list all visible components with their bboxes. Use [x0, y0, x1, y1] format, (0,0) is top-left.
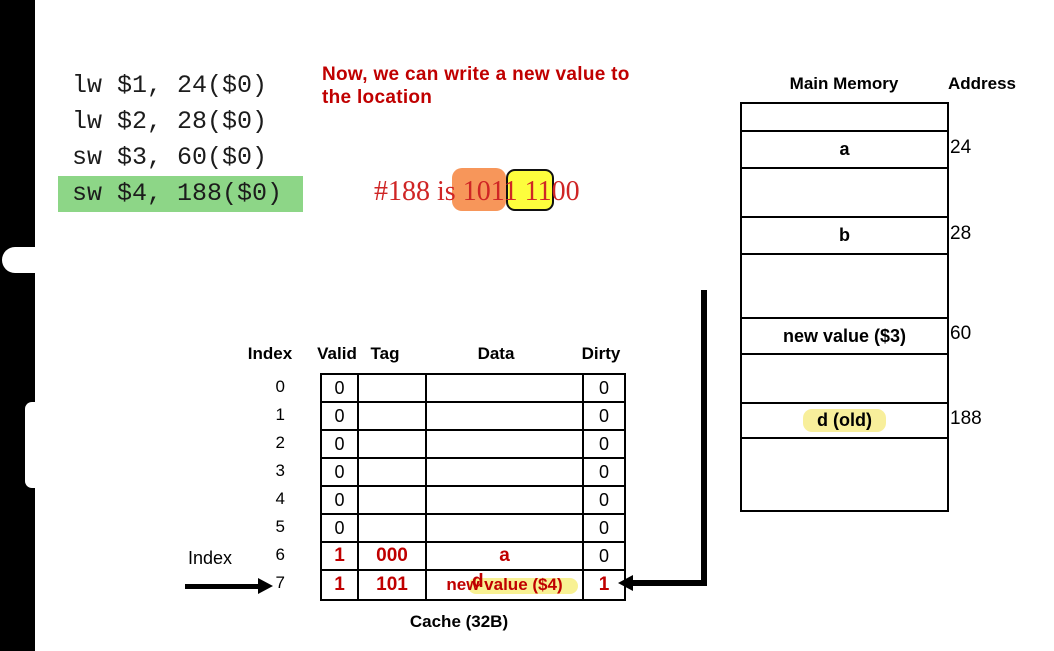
index-pointer-label: Index — [188, 548, 233, 568]
cache-tag-cell: 000 — [359, 543, 427, 571]
main-memory-table: a b new value ($3) d (old) — [740, 102, 949, 512]
cache-dirty-cell: 0 — [584, 375, 624, 403]
memory-row: b — [742, 218, 947, 255]
cache-valid-cell: 0 — [322, 403, 359, 431]
memory-cell-label: new value ($3) — [782, 325, 907, 346]
cache-index-number: 6 — [275, 545, 285, 564]
cache-tag-cell: 101 — [359, 571, 427, 599]
cache-caption: Cache (32B) — [409, 612, 509, 631]
memory-to-cache-arrow-horizontal — [633, 580, 707, 586]
cache-tag-cell — [359, 431, 427, 459]
green-highlight — [58, 176, 303, 212]
cache-dirty-cell: 0 — [584, 403, 624, 431]
note-line-1: Now, we can write a new value to — [322, 64, 630, 85]
code-line: sw $3, 60($0) — [72, 142, 268, 172]
cache-header-index: Index — [247, 344, 293, 363]
cache-header-dirty: Dirty — [581, 344, 621, 363]
cache-tag-cell — [359, 487, 427, 515]
cache-data-cell — [427, 459, 584, 487]
memory-to-cache-arrow-vertical — [701, 290, 707, 586]
memory-address: 188 — [950, 407, 982, 429]
cache-header-valid: Valid — [317, 344, 357, 363]
memory-cell-label: d (old) — [803, 409, 886, 432]
cache-tag-cell — [359, 515, 427, 543]
code-line: lw $1, 24($0) — [72, 70, 268, 100]
eraser-mark — [25, 402, 37, 488]
cache-index-number: 4 — [275, 489, 285, 508]
cache-valid-cell: 1 — [322, 543, 359, 571]
note-line-2: the location — [322, 87, 433, 108]
cache-data-cell — [427, 375, 584, 403]
binary-trailing-bits: 00 — [551, 176, 580, 207]
cache-valid-cell: 0 — [322, 459, 359, 487]
memory-row — [742, 255, 947, 319]
cache-valid-cell: 0 — [322, 487, 359, 515]
screen-edge-black-bar — [0, 0, 35, 651]
main-memory-header: Main Memory — [789, 74, 899, 93]
cache-dirty-cell: 1 — [598, 574, 610, 595]
memory-row: new value ($3) — [742, 319, 947, 355]
cache-dirty-cell: 0 — [584, 515, 624, 543]
binary-boxed-bits: 1 11 — [503, 176, 552, 207]
cache-valid-cell: 0 — [322, 375, 359, 403]
memory-address: 60 — [950, 323, 972, 344]
cache-index-number: 0 — [275, 377, 285, 396]
tag-bits-highlight — [452, 168, 506, 211]
eraser-mark — [2, 247, 42, 273]
old-value-text: d — [472, 571, 484, 592]
memory-cell-label: a — [839, 139, 850, 159]
cache-tag-cell — [359, 403, 427, 431]
cache-data-cell — [427, 403, 584, 431]
index-bits-box — [506, 169, 554, 211]
note-text: Now, we can write a new value to the loc… — [322, 63, 630, 109]
cache-index-number: 5 — [275, 517, 285, 536]
binary-prefix: #188 is — [374, 176, 463, 207]
cache-index-number: 2 — [275, 433, 285, 452]
cache-index-number: 3 — [275, 461, 285, 480]
memory-address: 28 — [950, 222, 972, 244]
index-pointer-arrow-line — [185, 584, 259, 589]
memory-row: d (old) — [742, 404, 947, 439]
cache-index-number: 7 — [275, 573, 285, 592]
code-line-highlighted: sw $4, 188($0) — [72, 178, 283, 208]
assembly-code-block: lw $1, 24($0) lw $2, 28($0) sw $3, 60($0… — [72, 67, 282, 211]
cache-data-cell: new value ($4) — [427, 571, 584, 599]
cache-tag-cell — [359, 459, 427, 487]
code-line: lw $2, 28($0) — [72, 106, 268, 136]
binary-tag-bits: 101 — [462, 176, 504, 207]
memory-row — [742, 439, 947, 510]
address-header: Address — [947, 74, 1017, 93]
cache-data-cell — [427, 515, 584, 543]
memory-row — [742, 104, 947, 132]
cache-data-cell: a — [427, 543, 584, 571]
cache-dirty-cell: 0 — [584, 459, 624, 487]
index-pointer-arrowhead-icon — [258, 578, 273, 594]
cache-tag-cell — [359, 375, 427, 403]
binary-address-text: #188 is 1011 1100 — [374, 176, 580, 208]
memory-cell-label: b — [839, 225, 850, 245]
cache-header-tag: Tag — [370, 344, 400, 363]
cache-dirty-cell: 0 — [584, 431, 624, 459]
memory-address: 24 — [950, 136, 972, 158]
cache-data-cell — [427, 431, 584, 459]
cache-data-cell — [427, 487, 584, 515]
cache-index-column: 0 1 2 3 4 5 6 7 — [230, 373, 285, 597]
memory-row — [742, 169, 947, 218]
old-value-highlight — [468, 578, 578, 594]
memory-row: a — [742, 132, 947, 169]
memory-row — [742, 355, 947, 404]
cache-index-number: 1 — [275, 405, 285, 424]
cache-valid-cell: 1 — [322, 571, 359, 599]
cache-header-data: Data — [477, 344, 515, 363]
cache-valid-cell: 0 — [322, 431, 359, 459]
cache-dirty-cell: 0 — [584, 543, 624, 571]
cache-valid-cell: 0 — [322, 515, 359, 543]
cache-dirty-cell: 0 — [584, 487, 624, 515]
